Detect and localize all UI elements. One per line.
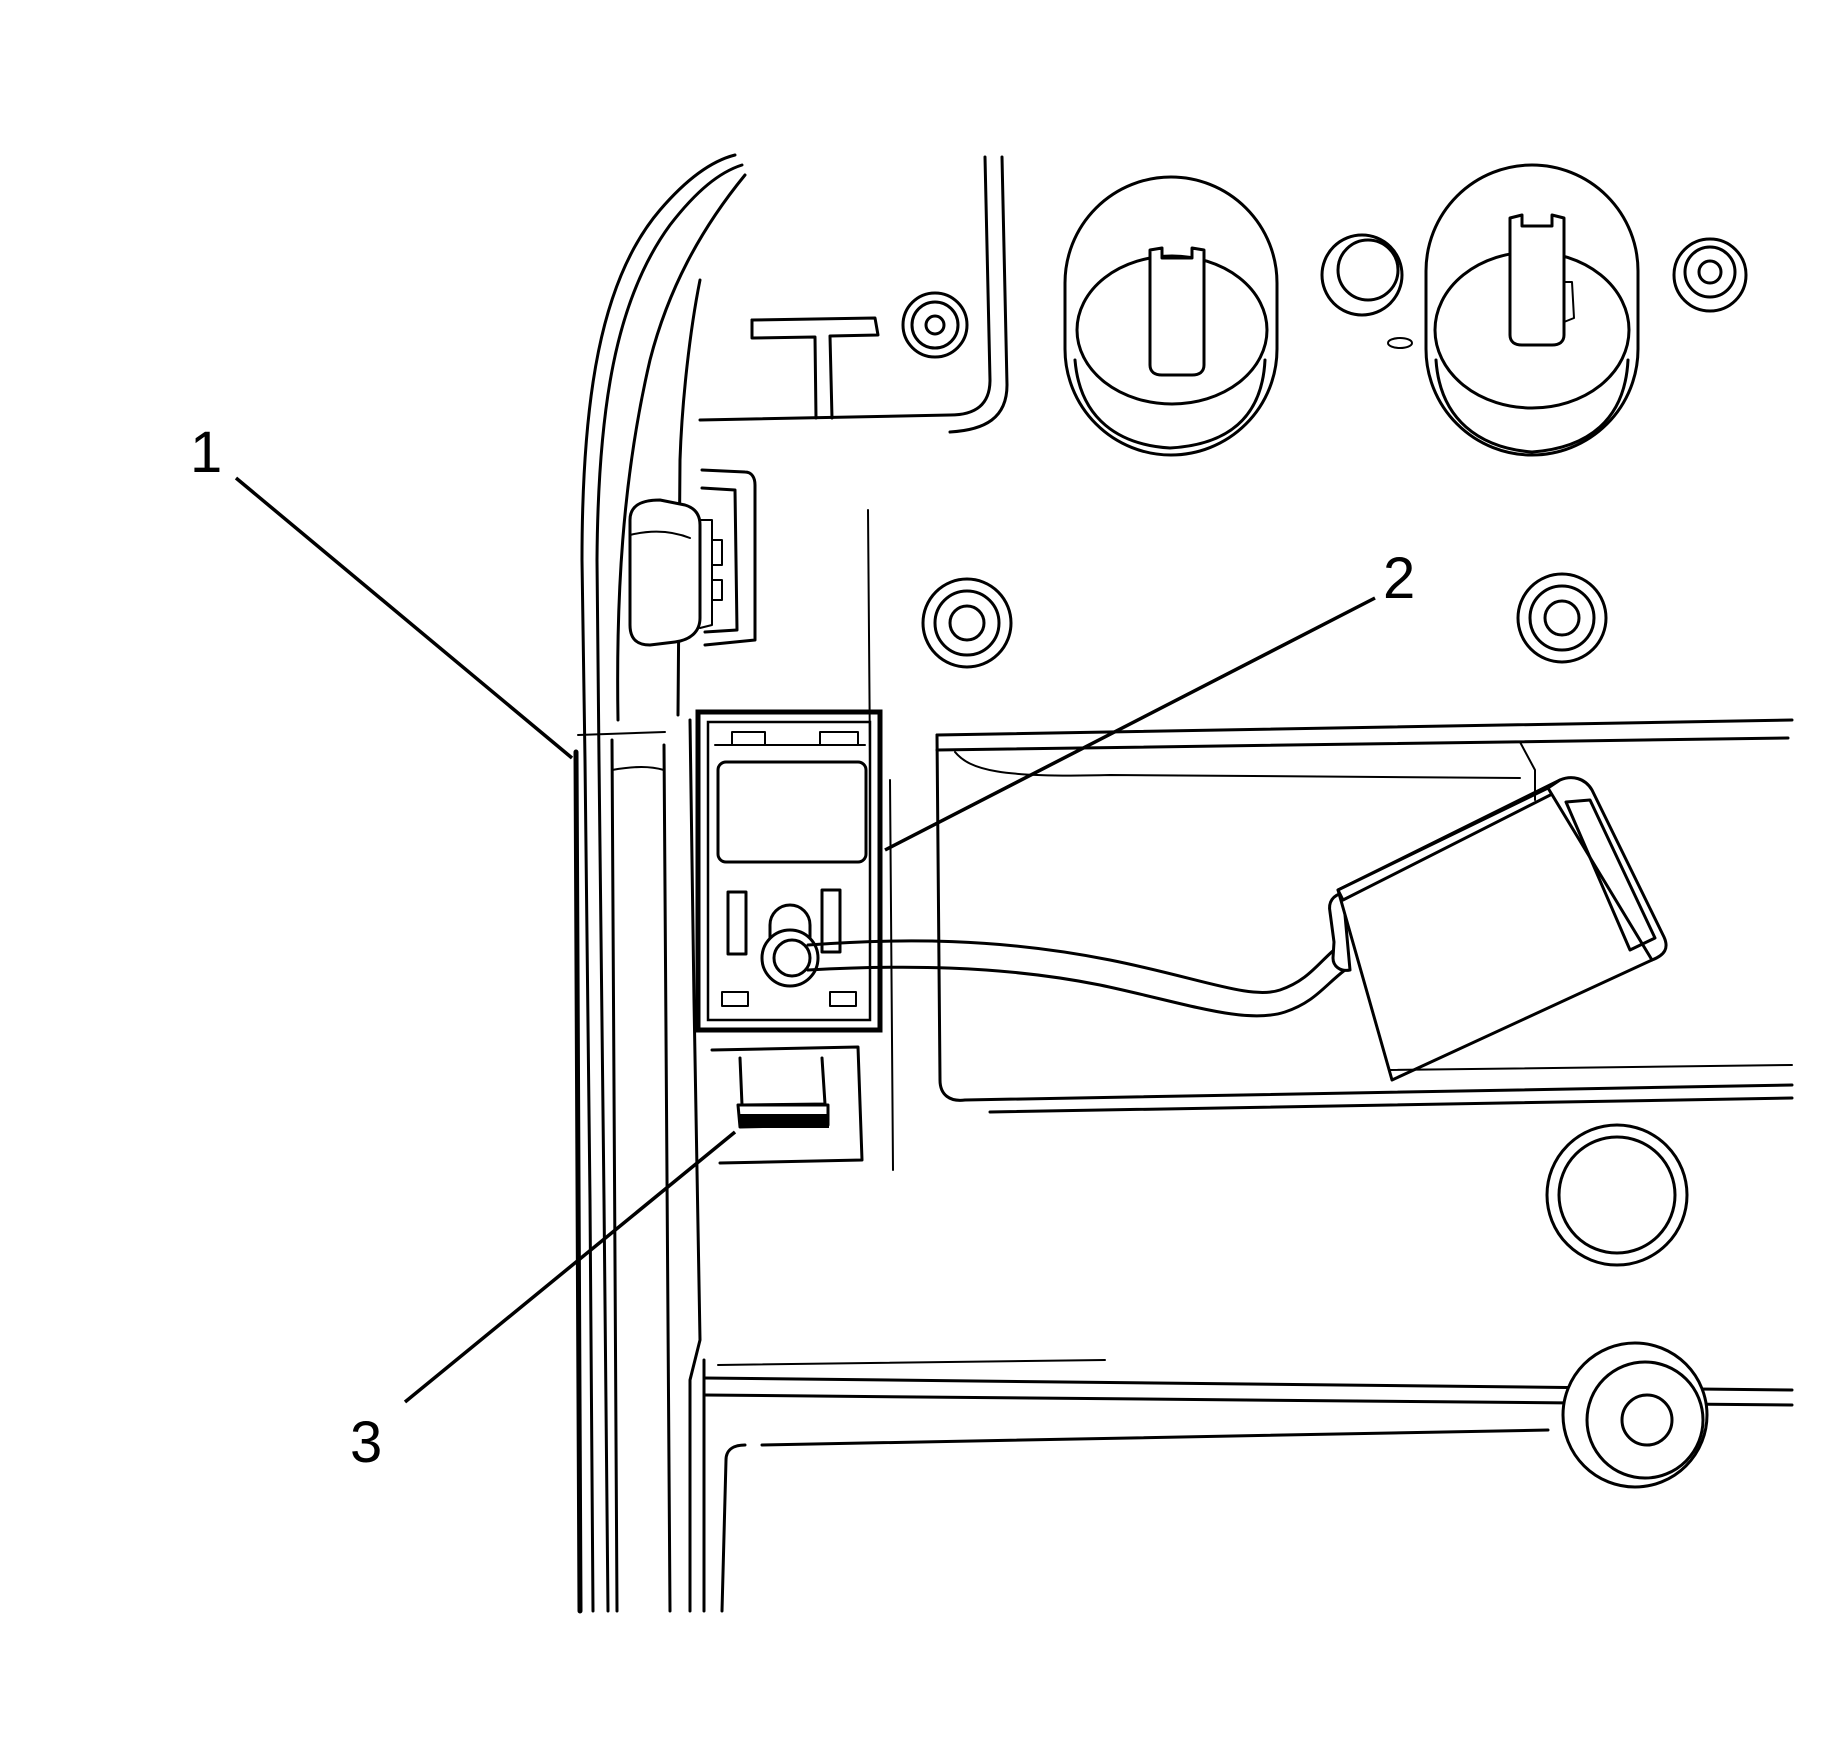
fastener-right [1516, 572, 1608, 664]
callout-1: 1 [190, 420, 222, 485]
upper-panel [698, 155, 1748, 457]
trim-panel [573, 153, 747, 1614]
trim-clip [628, 468, 757, 647]
lower-panel [702, 718, 1794, 1613]
callout-leaders [234, 476, 1376, 1404]
latch [736, 1056, 830, 1129]
callout-2: 2 [1383, 546, 1415, 611]
callout-3: 3 [350, 1410, 382, 1475]
leader-line-2 [884, 596, 1376, 852]
seat-belt-cable [806, 939, 1347, 1018]
leader-line-1 [234, 476, 574, 760]
leader-line-3 [403, 1130, 737, 1404]
fastener-left [921, 577, 1013, 669]
buckle-housing [695, 709, 883, 1033]
buckle-tongue [1328, 776, 1668, 1082]
